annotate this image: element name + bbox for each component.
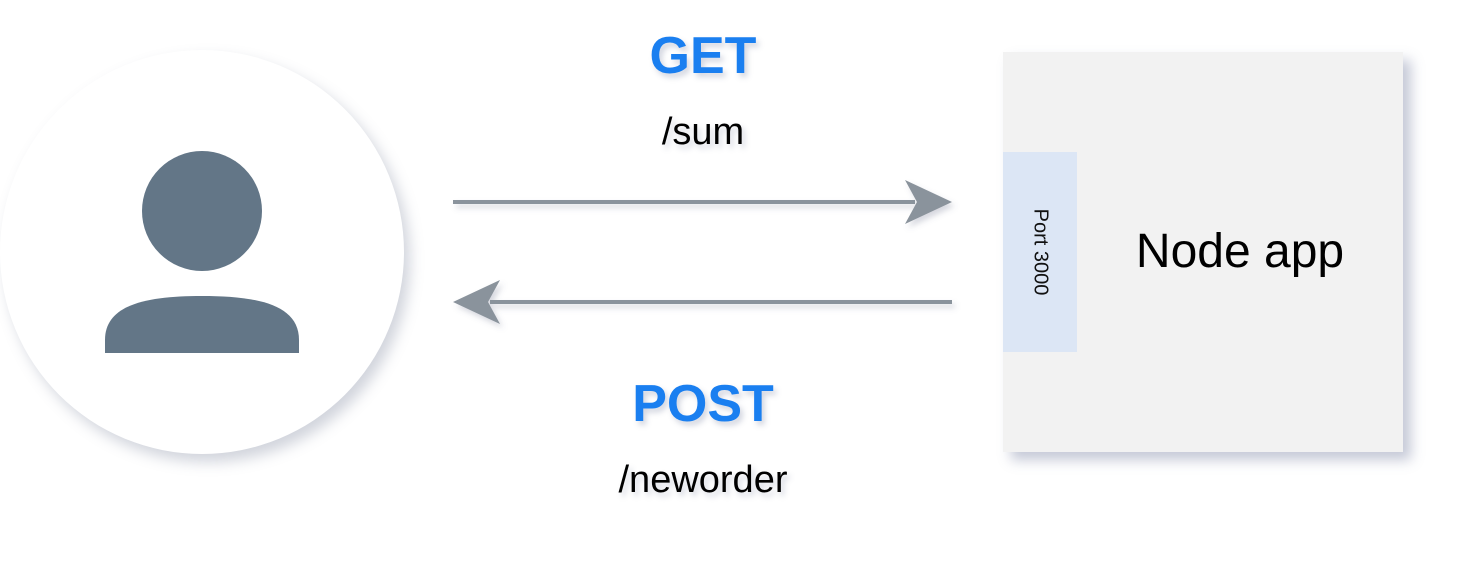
post-path-label: /neworder [618, 459, 788, 501]
node-app-label: Node app [1135, 225, 1345, 278]
user-icon [105, 151, 299, 353]
post-method-label: POST [632, 375, 774, 433]
port-tab: Port 3000 [1003, 152, 1077, 352]
get-request-arrow [453, 180, 952, 224]
get-method-label: GET [649, 27, 757, 85]
get-path-label: /sum [661, 111, 745, 153]
user-avatar [0, 50, 404, 454]
port-label: Port 3000 [1029, 208, 1052, 296]
node-app-box: Port 3000 Node app [1003, 52, 1403, 452]
post-response-arrow [453, 280, 952, 324]
